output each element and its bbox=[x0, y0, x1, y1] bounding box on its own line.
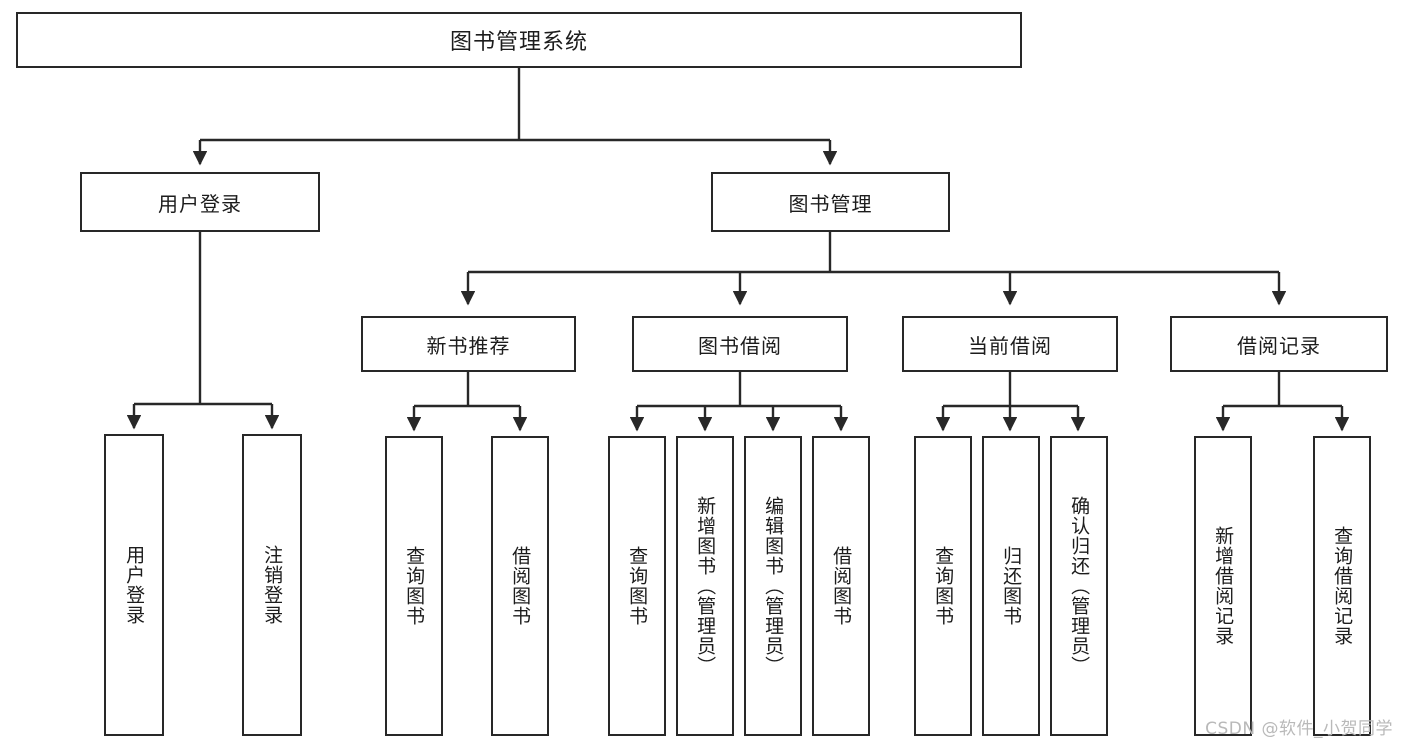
node-label: 新增图书（管理员） bbox=[694, 496, 717, 676]
node-label: 新书推荐 bbox=[426, 333, 511, 358]
leaf-edit-book-admin[interactable]: 编辑图书（管理员） bbox=[744, 436, 802, 736]
leaf-query-books-current[interactable]: 查询图书 bbox=[914, 436, 972, 736]
leaf-query-borrowing-record[interactable]: 查询借阅记录 bbox=[1313, 436, 1371, 736]
leaf-query-books-recommendation[interactable]: 查询图书 bbox=[385, 436, 443, 736]
node-label: 查询图书 bbox=[403, 546, 426, 626]
node-book-management-system[interactable]: 图书管理系统 bbox=[16, 12, 1022, 68]
node-label: 查询图书 bbox=[932, 546, 955, 626]
node-book-borrowing[interactable]: 图书借阅 bbox=[632, 316, 848, 372]
node-label: 借阅图书 bbox=[830, 546, 853, 626]
node-label: 确认归还（管理员） bbox=[1068, 496, 1091, 676]
leaf-confirm-return-admin[interactable]: 确认归还（管理员） bbox=[1050, 436, 1108, 736]
node-label: 用户登录 bbox=[123, 545, 146, 625]
node-label: 查询借阅记录 bbox=[1331, 526, 1354, 646]
node-label: 编辑图书（管理员） bbox=[762, 496, 785, 676]
node-label: 注销登录 bbox=[261, 545, 284, 625]
leaf-query-books-borrowing[interactable]: 查询图书 bbox=[608, 436, 666, 736]
leaf-add-book-admin[interactable]: 新增图书（管理员） bbox=[676, 436, 734, 736]
node-label: 图书借阅 bbox=[698, 333, 782, 358]
leaf-borrow-books[interactable]: 借阅图书 bbox=[812, 436, 870, 736]
node-borrowing-records[interactable]: 借阅记录 bbox=[1170, 316, 1388, 372]
leaf-borrow-books-recommendation[interactable]: 借阅图书 bbox=[491, 436, 549, 736]
node-current-borrowing[interactable]: 当前借阅 bbox=[902, 316, 1118, 372]
leaf-add-borrowing-record[interactable]: 新增借阅记录 bbox=[1194, 436, 1252, 736]
leaf-return-books[interactable]: 归还图书 bbox=[982, 436, 1040, 736]
node-label: 图书管理 bbox=[788, 191, 873, 216]
node-new-book-recommendation[interactable]: 新书推荐 bbox=[361, 316, 576, 372]
node-label: 新增借阅记录 bbox=[1212, 526, 1235, 646]
leaf-logout[interactable]: 注销登录 bbox=[242, 434, 302, 736]
node-label: 用户登录 bbox=[158, 191, 242, 216]
node-label: 借阅图书 bbox=[509, 546, 532, 626]
node-label: 当前借阅 bbox=[968, 333, 1052, 358]
node-user-login[interactable]: 用户登录 bbox=[80, 172, 320, 232]
node-label: 图书管理系统 bbox=[449, 30, 588, 55]
node-book-management[interactable]: 图书管理 bbox=[711, 172, 950, 232]
leaf-user-login[interactable]: 用户登录 bbox=[104, 434, 164, 736]
node-label: 借阅记录 bbox=[1237, 333, 1321, 358]
csdn-watermark: CSDN @软件_小贺同学 bbox=[1205, 719, 1393, 739]
node-label: 归还图书 bbox=[1000, 546, 1023, 626]
node-label: 查询图书 bbox=[626, 546, 649, 626]
